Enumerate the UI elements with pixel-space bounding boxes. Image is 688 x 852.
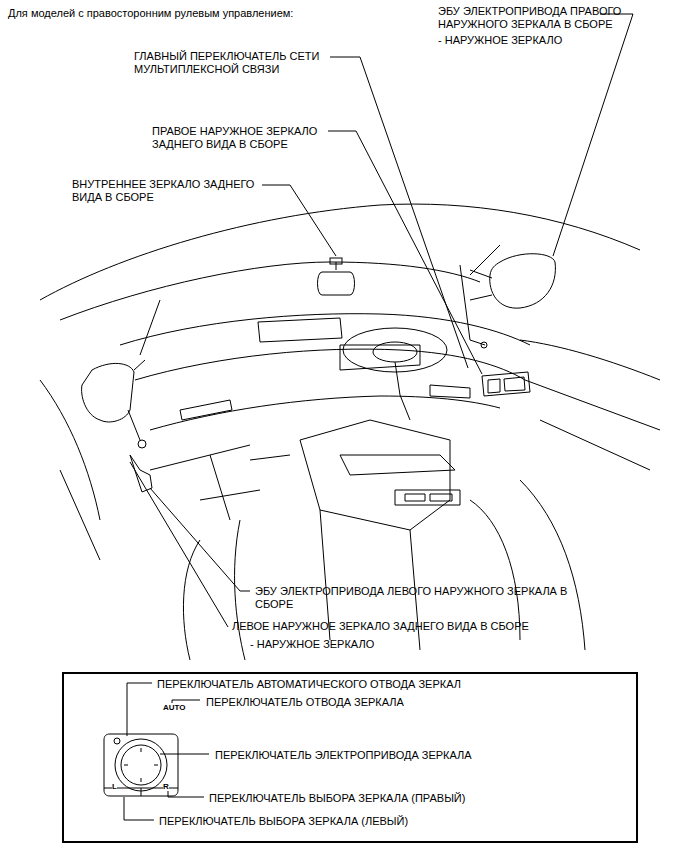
switch-panel-frame: ПЕРЕКЛЮЧАТЕЛЬ АВТОМАТИЧЕСКОГО ОТВОДА ЗЕР… <box>62 672 638 843</box>
switch-label: ПЕРЕКЛЮЧАТЕЛЬ ВЫБОРА ЗЕРКАЛА (ЛЕВЫЙ) <box>159 815 408 828</box>
part-label: ЛЕВОЕ НАРУЖНОЕ ЗЕРКАЛО ЗАДНЕГО ВИДА В СБ… <box>232 620 529 633</box>
switch-label: ПЕРЕКЛЮЧАТЕЛЬ ЭЛЕКТРОПРИВОДА ЗЕРКАЛА <box>215 749 472 762</box>
switch-label: ПЕРЕКЛЮЧАТЕЛЬ ОТВОДА ЗЕРКАЛА <box>206 696 404 709</box>
part-label: ЭБУ ЭЛЕКТРОПРИВОДА ЛЕВОГО НАРУЖНОГО ЗЕРК… <box>255 585 597 611</box>
part-label: ПРАВОЕ НАРУЖНОЕ ЗЕРКАЛО ЗАДНЕГО ВИДА В С… <box>152 125 352 151</box>
part-sublabel: - НАРУЖНОЕ ЗЕРКАЛО <box>250 638 374 651</box>
switch-marking: L <box>112 782 117 791</box>
part-label: ВНУТРЕННЕЕ ЗЕРКАЛО ЗАДНЕГО ВИДА В СБОРЕ <box>72 178 287 204</box>
part-label: ЭБУ ЭЛЕКТРОПРИВОДА ПРАВОГО НАРУЖНОГО ЗЕР… <box>438 5 653 31</box>
part-label: ГЛАВНЫЙ ПЕРЕКЛЮЧАТЕЛЬ СЕТИ МУЛЬТИПЛЕКСНО… <box>134 50 354 76</box>
part-sublabel: - НАРУЖНОЕ ЗЕРКАЛО <box>438 34 562 47</box>
diagram-title: Для моделей с правосторонним рулевым упр… <box>8 7 293 20</box>
switch-label: ПЕРЕКЛЮЧАТЕЛЬ ВЫБОРА ЗЕРКАЛА (ПРАВЫЙ) <box>209 792 465 805</box>
switch-label: ПЕРЕКЛЮЧАТЕЛЬ АВТОМАТИЧЕСКОГО ОТВОДА ЗЕР… <box>157 678 461 691</box>
switch-marking: R <box>163 782 169 791</box>
switch-marking: AUTO <box>163 703 186 712</box>
